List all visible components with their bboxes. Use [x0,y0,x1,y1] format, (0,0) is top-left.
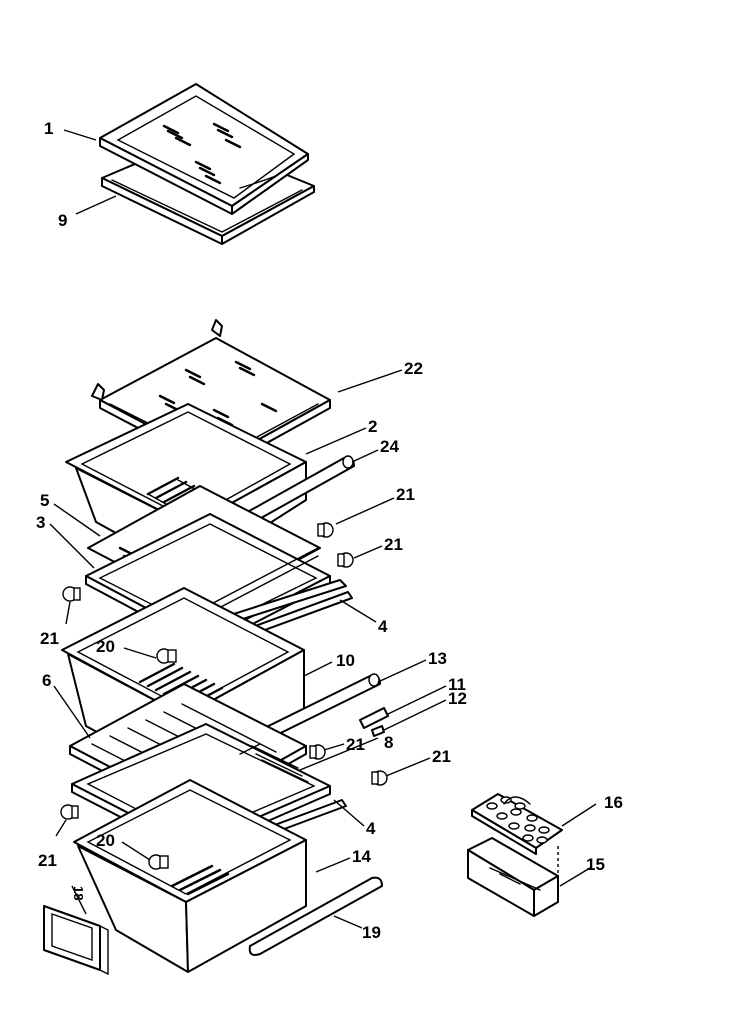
callout-11: 11 [448,675,466,694]
callout-15: 15 [586,855,605,874]
callout-18: 18 [71,886,86,900]
callout-21: 21 [40,629,59,648]
callout-20: 20 [96,637,115,656]
callout-8: 8 [384,733,393,752]
part-15-storage-bin [467,837,559,917]
callout-13: 13 [428,649,447,668]
callout-labels: 1 9 22 2 24 21 5 3 21 21 4 20 10 13 11 6… [36,119,623,942]
part-11-12-8-small-hardware [239,707,389,783]
leader-lines [49,129,597,929]
part-18-label-plate [43,905,109,976]
callout-16: 16 [604,793,623,812]
callout-21: 21 [38,851,57,870]
callout-22: 22 [404,359,423,378]
clip-21-mid-right [337,552,354,568]
clip-21-left-upper [62,586,81,602]
callout-21: 21 [346,735,365,754]
clip-20-lower [148,854,169,870]
callout-2: 2 [368,417,377,436]
clip-20-upper [156,648,177,664]
callout-24: 24 [380,437,399,456]
clip-21-center [309,744,326,760]
callout-10: 10 [336,651,355,670]
callout-3: 3 [36,513,45,532]
clip-parts [60,522,388,870]
callout-21: 21 [432,747,451,766]
part-14-crisper-pan [73,779,307,973]
part-19-cover-tube [248,876,383,956]
clip-21-upper-right [317,522,334,538]
callout-5: 5 [40,491,49,510]
clip-21-right-lower [371,770,388,786]
part-1-glass-shelf [99,83,309,215]
callout-4: 4 [366,819,376,838]
callout-6: 6 [42,671,51,690]
callout-9: 9 [58,211,67,230]
part-16-egg-tray [471,793,563,855]
callout-20: 20 [96,831,115,850]
callout-19: 19 [362,923,381,942]
callout-4: 4 [378,617,388,636]
callout-21: 21 [396,485,415,504]
callout-1: 1 [44,119,53,138]
callout-14: 14 [352,847,371,866]
clip-21-left-lower [60,804,79,820]
callout-12: 12 [448,689,467,708]
callout-21: 21 [384,535,403,554]
